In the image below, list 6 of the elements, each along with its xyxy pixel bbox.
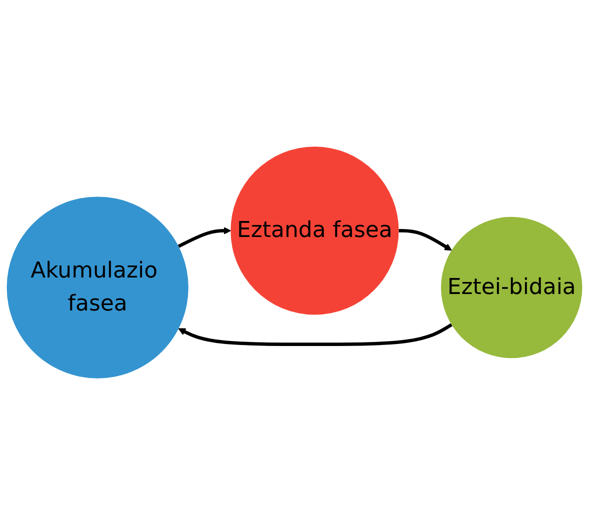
arrow [178,323,452,346]
node-circle: Eztei-bidaia [440,216,582,358]
arrow [178,227,231,248]
arrow [398,229,452,251]
node-circle: Eztanda fasea [230,146,399,315]
node-circle: Akumulazio fasea [6,196,188,378]
